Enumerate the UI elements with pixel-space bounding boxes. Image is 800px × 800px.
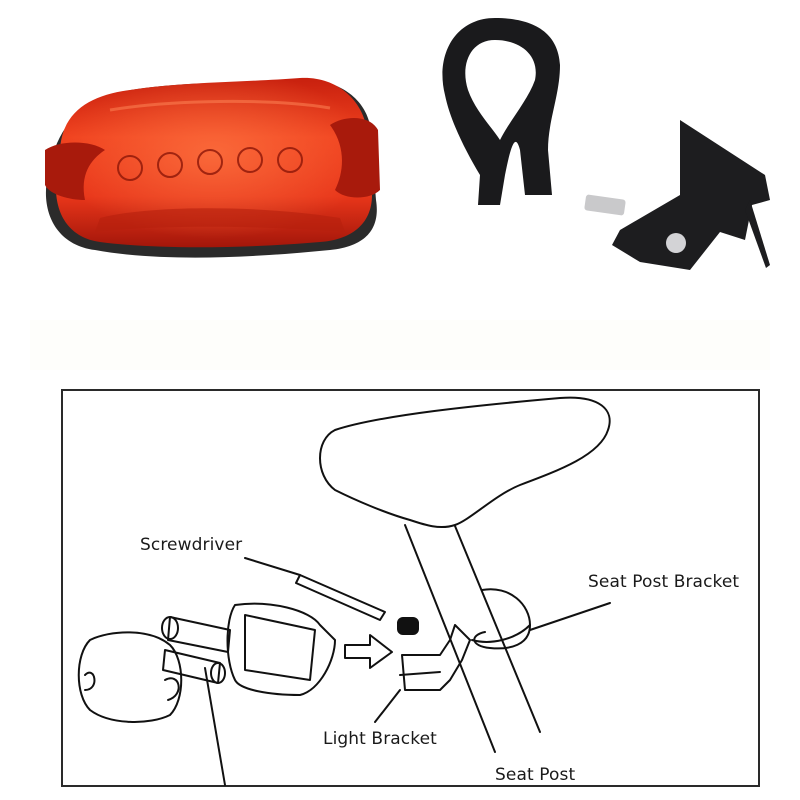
screwdriver [295,574,386,621]
strap-image [442,18,560,205]
photo-divider-band [30,320,770,370]
battery-leader [204,667,226,786]
light-holder [226,602,336,696]
tail-light-image [45,77,380,258]
screwdriver-leader [244,557,301,576]
label-seat-post-bracket: Seat Post Bracket [588,572,740,592]
label-screwdriver: Screwdriver [140,535,243,555]
light-bracket [401,624,471,691]
label-seat-post: Seat Post [495,765,576,785]
installation-diagram-frame [61,389,760,787]
label-light-bracket: Light Bracket [323,729,437,749]
saddle-outline [319,396,611,529]
light-cover [77,631,183,723]
bracket-image [584,120,770,270]
seat-post-bracket-leader [529,602,611,631]
arrow-icon [344,634,393,669]
light-bracket-leader [374,689,401,723]
product-photo [45,18,770,270]
battery [167,616,231,653]
